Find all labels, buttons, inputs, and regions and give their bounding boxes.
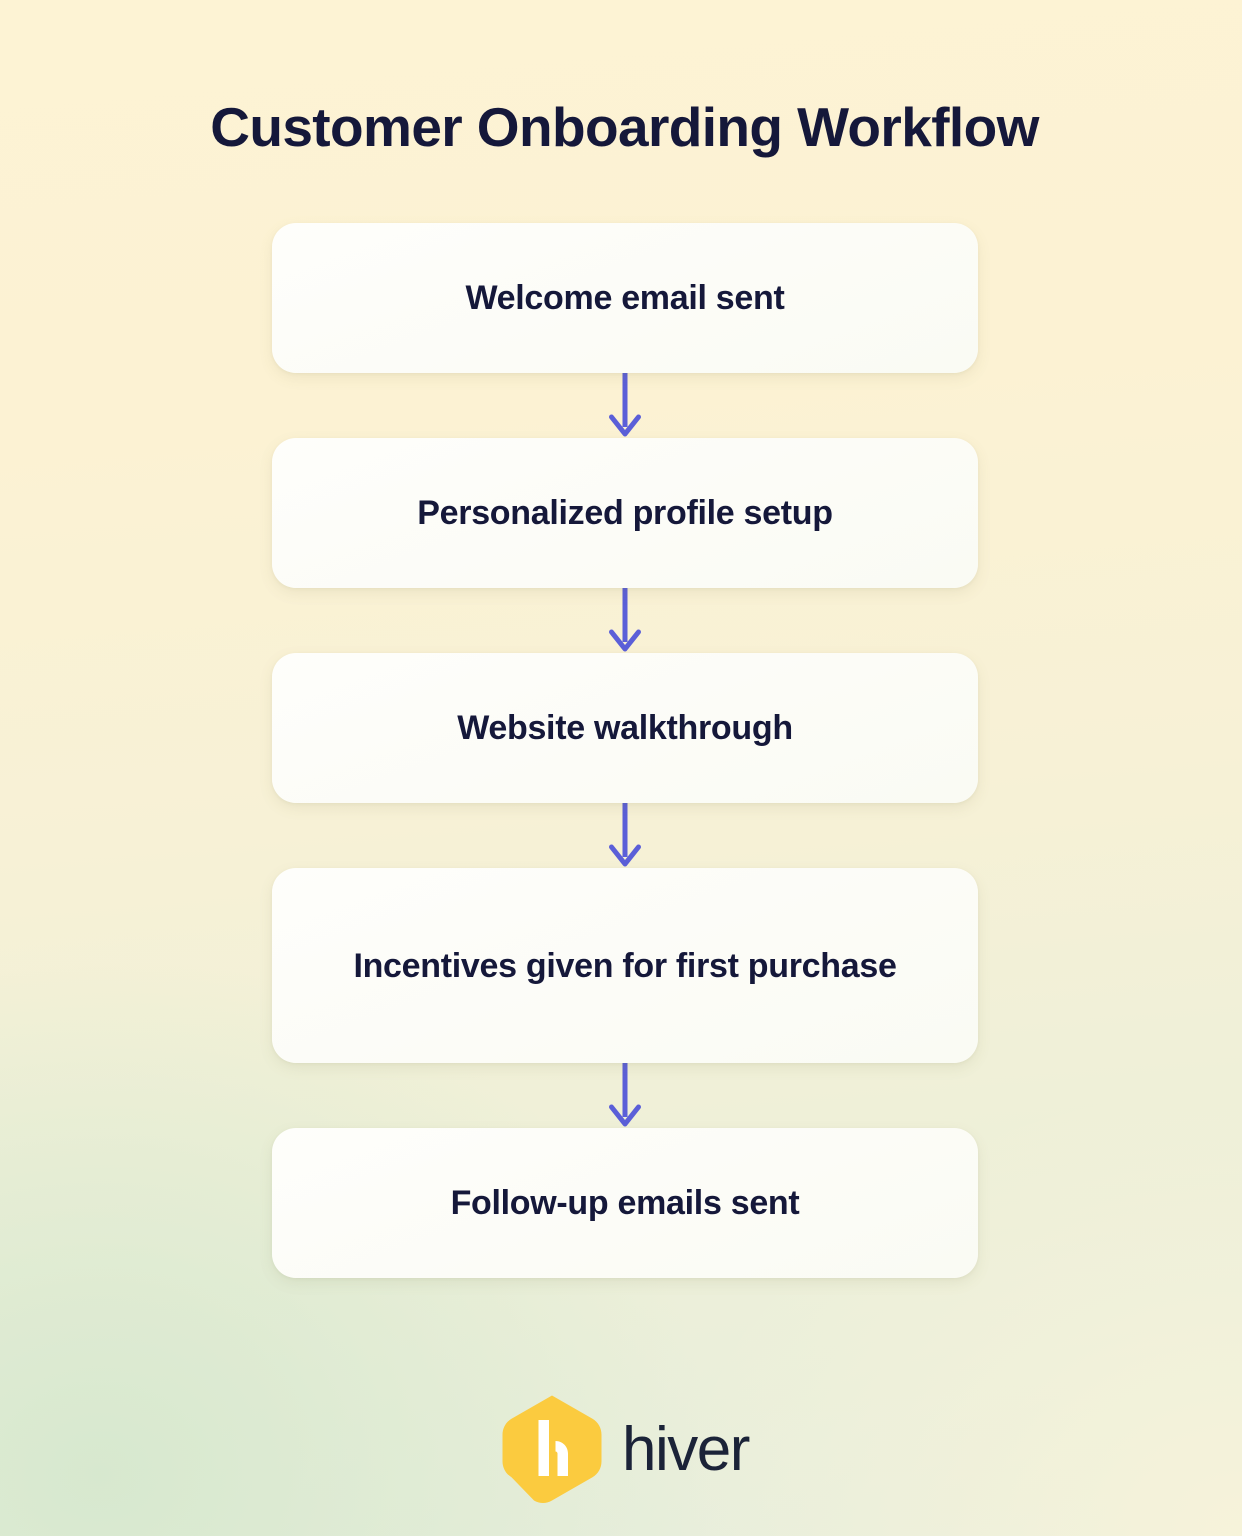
flow-connector-3 <box>272 803 978 868</box>
flow-step-label: Follow-up emails sent <box>450 1184 800 1222</box>
hiver-hexagon-logo-icon <box>502 1395 602 1503</box>
workflow-flowchart: Welcome email sent Personalized profile … <box>272 223 978 1278</box>
flow-step-3[interactable]: Website walkthrough <box>272 653 978 803</box>
flow-step-5[interactable]: Follow-up emails sent <box>272 1128 978 1278</box>
flow-step-4[interactable]: Incentives given for first purchase <box>272 868 978 1063</box>
arrow-down-icon <box>609 588 641 652</box>
flow-step-label: Welcome email sent <box>465 279 785 317</box>
flow-step-2[interactable]: Personalized profile setup <box>272 438 978 588</box>
brand-logo: hiver <box>0 1392 1249 1504</box>
flow-step-label: Personalized profile setup <box>417 494 833 532</box>
arrow-down-icon <box>609 1063 641 1127</box>
flow-connector-1 <box>272 373 978 438</box>
flow-connector-2 <box>272 588 978 653</box>
flow-step-1[interactable]: Welcome email sent <box>272 223 978 373</box>
page-title: Customer Onboarding Workflow <box>210 96 1039 158</box>
arrow-down-icon <box>609 803 641 867</box>
brand-wordmark: hiver <box>622 1415 750 1484</box>
flow-step-label: Incentives given for first purchase <box>353 946 897 985</box>
flow-connector-4 <box>272 1063 978 1128</box>
right-edge-strip <box>1242 0 1249 1536</box>
arrow-down-icon <box>609 373 641 437</box>
flow-step-label: Website walkthrough <box>457 709 793 747</box>
